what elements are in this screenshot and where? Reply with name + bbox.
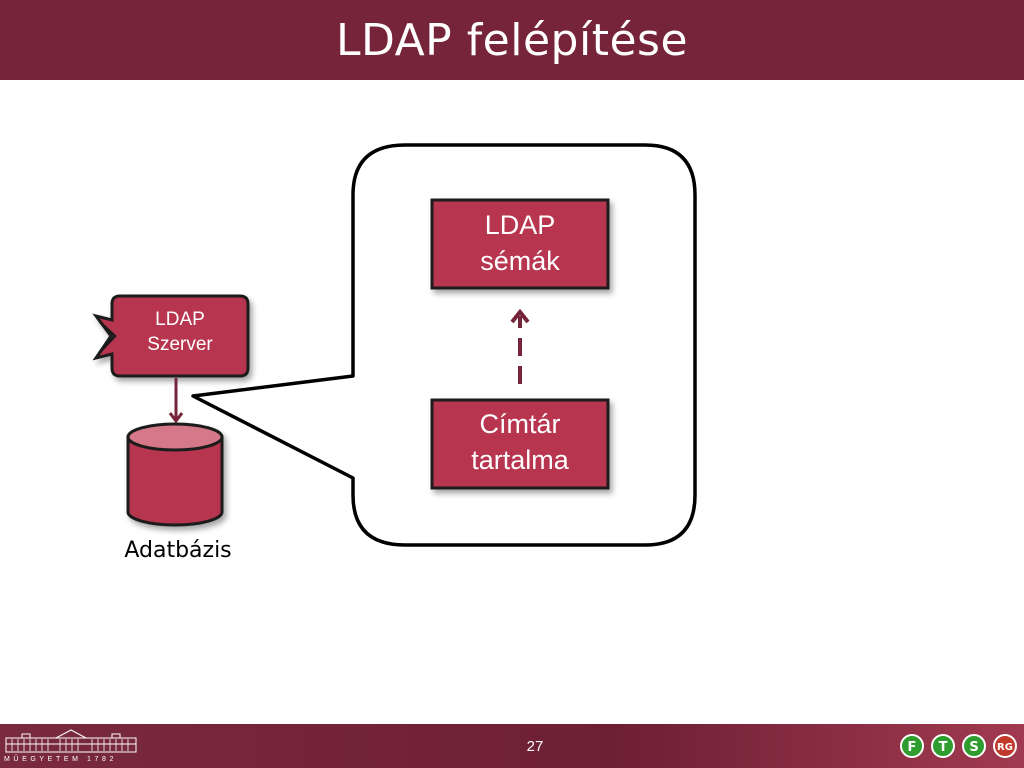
directory-content-label: Címtár tartalma [432,406,608,479]
title-bar: LDAP felépítése [0,0,1024,80]
svg-text:S: S [969,740,978,755]
server-db-arrow-head [168,412,184,424]
database-icon [126,422,224,527]
directory-label-line1: Címtár [479,409,561,439]
ldap-schemas-box [430,198,610,290]
svg-text:F: F [908,740,917,755]
f-logo-icon: F [900,734,924,758]
t-logo-icon: T [931,734,955,758]
dashed-arrow-head [510,308,530,324]
server-chevron [99,321,117,353]
schemas-label-line2: sémák [480,246,560,277]
footer-bar: 27 F [0,724,1024,768]
directory-label-line2: tartalma [471,445,569,476]
page-number: 27 [526,738,544,755]
rg-logo-icon: RG [993,734,1017,758]
ldap-server-shape [92,294,250,378]
diagram [92,143,697,547]
department-logos: F T S RG [900,734,1017,758]
schemas-label-line1: LDAP [484,210,556,240]
ldap-server-label: LDAP Szerver [112,308,248,357]
slide-title: LDAP felépítése [335,14,689,66]
directory-content-box [430,398,610,490]
server-label-line1: LDAP [155,309,205,330]
footer-logo-text: MŰEGYETEM 1782 [4,756,118,763]
ldap-schemas-label: LDAP sémák [432,207,608,280]
server-label-line2: Szerver [147,333,213,355]
svg-text:T: T [939,740,948,755]
database-label: Adatbázis [124,538,232,563]
svg-text:RG: RG [997,742,1013,753]
s-logo-icon: S [962,734,986,758]
university-building-logo [5,729,137,753]
